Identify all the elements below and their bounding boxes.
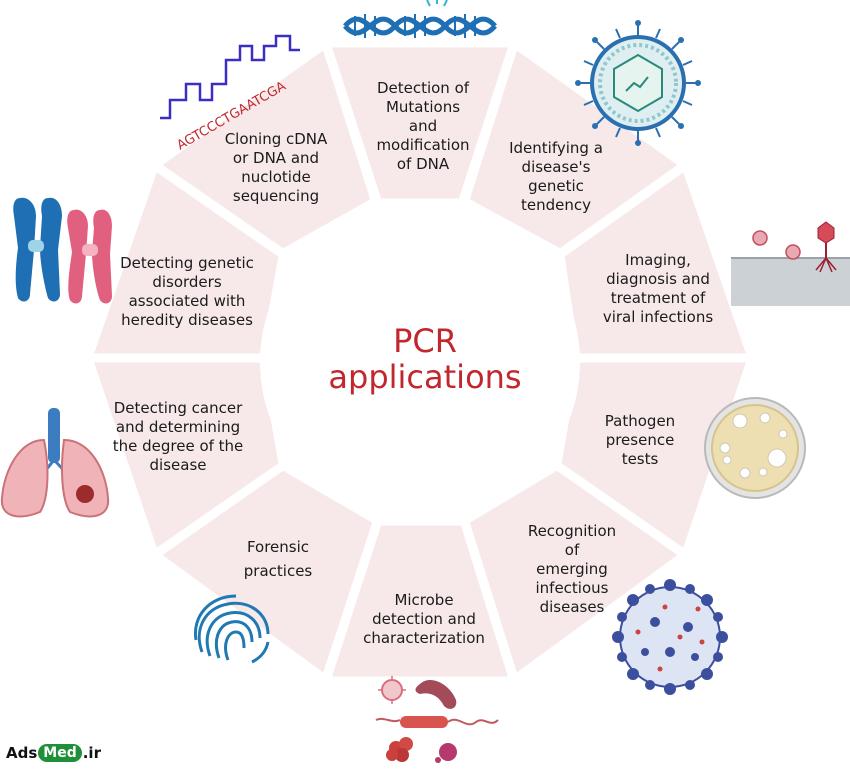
center-title-line1: PCR [393,322,457,360]
segment-label-line: associated with [129,292,246,310]
segment-label-line: diagnosis and [606,270,710,288]
segment-wedge-5 [466,467,683,678]
segment-label-line: disease [150,456,207,474]
segment-label-line: emerging [536,560,608,578]
segment-label-line: and determining [116,418,240,436]
segment-label-line: genetic [528,177,584,195]
segment-label-line: Mutations [386,98,460,116]
site-watermark: Ads Med .ir [6,744,101,762]
segment-label-line: disease's [522,158,591,176]
segment-label-line: characterization [363,629,485,647]
microbes-icon [375,676,499,763]
segment-label-line: Imaging, [625,251,691,269]
segment-label-line: practices [244,562,313,580]
segment-label-line: detection and [372,610,476,628]
fingerprint-icon [193,594,270,664]
segment-label-line: Identifying a [509,139,603,157]
segment-label-line: of [565,541,580,559]
segment-label-line: Recognition [528,522,616,540]
segment-label-line: Detection of [377,79,470,97]
lungs-tumor-icon [0,408,110,518]
segment-wedge-6 [327,522,513,680]
coronavirus-icon [612,579,728,695]
segment-label-line: and [409,117,437,135]
segment-wedge-7 [157,467,376,678]
segment-label-line: sequencing [233,187,319,205]
segment-label-line: treatment of [611,289,706,307]
segment-label-line: Pathogen [605,412,675,430]
segment-wedge-9 [89,167,282,357]
dna-helix-icon [343,0,497,38]
center-title-line2: applications [328,358,521,396]
watermark-pill: Med [38,744,82,762]
cell-surface-virus-icon [731,221,850,306]
chromosomes-icon [13,197,112,304]
segment-label-line: disorders [152,273,222,291]
segment-wedge-4 [558,359,751,553]
segment-label-line: diseases [540,598,605,616]
ring [89,44,751,680]
segment-label-line: presence [606,431,675,449]
segment-label-line: viral infections [603,308,714,326]
segment-label-line: modification [376,136,469,154]
center-circle [260,202,580,522]
segment-label-line: Cloning cDNA [225,130,328,148]
watermark-prefix: Ads [6,744,38,762]
segment-label-line: the degree of the [113,437,244,455]
segment-label-line: of DNA [397,155,450,173]
virus-particle-icon [575,20,701,146]
segment-label-line: tendency [521,196,591,214]
petri-dish-icon [704,397,806,499]
watermark-suffix: .ir [82,744,101,762]
segment-label-line: or DNA and [233,149,319,167]
segment-wedge-10 [157,45,374,252]
segment-label-line: Microbe [394,591,453,609]
segment-label-line: Forensic [247,538,309,556]
segment-label-line: nuclotide [241,168,310,186]
segment-label-7: Forensic practices [244,538,313,580]
segment-label-line: infectious [536,579,609,597]
segment-wedge-1 [327,44,513,202]
segment-label-line: Detecting cancer [114,399,243,417]
segment-label-line: Detecting genetic [120,254,254,272]
segment-label-line: heredity diseases [121,311,253,329]
segment-label-line: tests [622,450,659,468]
